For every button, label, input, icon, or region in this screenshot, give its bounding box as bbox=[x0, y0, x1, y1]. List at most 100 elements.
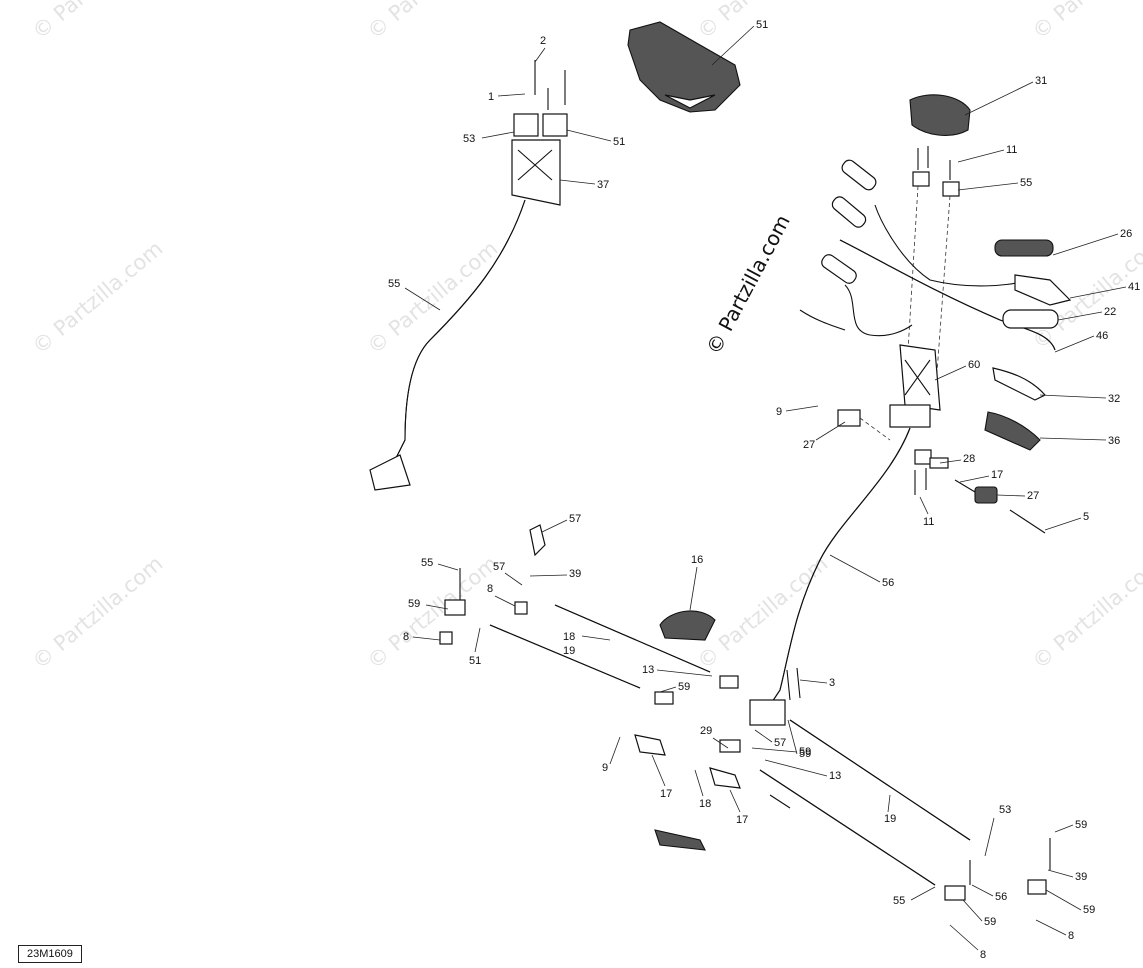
callout-39-b: 39 bbox=[1047, 869, 1087, 883]
callout-8-c: 8 bbox=[1035, 919, 1074, 942]
svg-text:18: 18 bbox=[563, 631, 575, 643]
svg-text:39: 39 bbox=[1075, 871, 1087, 883]
svg-text:18: 18 bbox=[699, 798, 711, 810]
callout-3: 3 bbox=[799, 677, 835, 689]
callout-55: 55 bbox=[388, 278, 441, 311]
callout-57: 55 bbox=[421, 557, 459, 571]
svg-text:8: 8 bbox=[1068, 930, 1074, 942]
callout-18: 17 bbox=[959, 469, 1003, 483]
svg-text:9: 9 bbox=[776, 406, 782, 418]
svg-text:46: 46 bbox=[1096, 330, 1108, 342]
callout-48: 51 bbox=[566, 129, 625, 148]
svg-text:59: 59 bbox=[984, 916, 996, 928]
svg-text:16: 16 bbox=[691, 554, 703, 566]
svg-text:8: 8 bbox=[403, 631, 409, 643]
callout-27-b: 27 bbox=[996, 490, 1039, 502]
callout-5: 5 bbox=[1044, 511, 1089, 531]
watermark: © Partzilla.com bbox=[1028, 0, 1143, 44]
right-tie-rods bbox=[634, 719, 1051, 901]
callout-22: 22 bbox=[1057, 306, 1116, 321]
watermark-main: © Partzilla.com bbox=[701, 211, 795, 359]
callout-31: 31 bbox=[964, 75, 1047, 116]
svg-text:31: 31 bbox=[1035, 75, 1047, 87]
watermark: © Partzilla.com bbox=[28, 551, 168, 674]
svg-text:17: 17 bbox=[736, 814, 748, 826]
callout-26: 26 bbox=[1052, 228, 1132, 256]
svg-text:29: 29 bbox=[700, 725, 712, 737]
callout-13-b: 13 bbox=[764, 759, 841, 782]
svg-text:19: 19 bbox=[884, 813, 896, 825]
callout-2: 2 bbox=[534, 35, 546, 63]
callout-59-c: 59 bbox=[408, 598, 449, 610]
svg-text:39: 39 bbox=[569, 568, 581, 580]
callout-8-d: 8 bbox=[949, 924, 986, 961]
callout-8: 8 bbox=[487, 583, 516, 607]
svg-text:11: 11 bbox=[923, 516, 934, 528]
svg-text:5: 5 bbox=[1083, 511, 1089, 523]
callout-59-i: 59 bbox=[962, 899, 996, 928]
callout-37: 37 bbox=[559, 179, 609, 191]
callout-18-b: 18 bbox=[694, 769, 711, 810]
svg-text:8: 8 bbox=[487, 583, 493, 595]
callout-27: 27 bbox=[803, 421, 846, 451]
svg-text:57: 57 bbox=[569, 513, 581, 525]
callout-51-c: 55 bbox=[893, 886, 936, 907]
callout-59-b: 57 bbox=[493, 561, 523, 586]
callout-28: 28 bbox=[939, 453, 975, 465]
callout-60: 60 bbox=[934, 359, 980, 381]
watermark: © Partzilla.com bbox=[363, 551, 503, 674]
svg-text:60: 60 bbox=[968, 359, 980, 371]
steering-column-assembly bbox=[749, 344, 1046, 726]
svg-text:53: 53 bbox=[999, 804, 1011, 816]
callout-56: 57 bbox=[754, 729, 786, 749]
callout-59: 57 bbox=[541, 513, 581, 533]
svg-text:59: 59 bbox=[799, 748, 811, 760]
callout-49: 53 bbox=[463, 131, 515, 145]
watermark: © Partzilla.com bbox=[693, 551, 833, 674]
callout-17-b: 17 bbox=[729, 789, 748, 826]
callout-36: 36 bbox=[1039, 435, 1120, 447]
watermark: © Partzilla.com bbox=[28, 0, 168, 44]
svg-text:41: 41 bbox=[1128, 281, 1140, 293]
svg-text:17: 17 bbox=[991, 469, 1003, 481]
svg-text:59: 59 bbox=[1083, 904, 1095, 916]
callout-59-d: 59 bbox=[659, 681, 690, 693]
svg-text:17: 17 bbox=[660, 788, 672, 800]
svg-text:51: 51 bbox=[756, 19, 768, 31]
svg-text:51: 51 bbox=[469, 655, 481, 667]
svg-text:55: 55 bbox=[388, 278, 400, 290]
handlebar-cover bbox=[627, 21, 741, 113]
svg-text:8: 8 bbox=[980, 949, 986, 961]
callout-59-e: 59 bbox=[787, 719, 811, 760]
left-riser-assembly bbox=[369, 60, 568, 491]
callout-46: 46 bbox=[1054, 330, 1108, 353]
callout-57-b: 56 bbox=[971, 884, 1007, 903]
callout-8-b: 8 bbox=[403, 631, 441, 643]
svg-text:59: 59 bbox=[799, 746, 811, 758]
drawing-code-label: 23M1609 bbox=[18, 945, 82, 963]
callout-59-g: 59 bbox=[1054, 819, 1087, 833]
callout-47: 51 bbox=[711, 19, 768, 66]
svg-text:13: 13 bbox=[642, 664, 654, 676]
callout-59-f: 59 bbox=[751, 746, 811, 758]
callout-39: 39 bbox=[529, 568, 581, 580]
callout-1: 1 bbox=[488, 91, 526, 103]
svg-text:59: 59 bbox=[408, 598, 420, 610]
callout-19: 18 bbox=[563, 631, 611, 643]
callout-19-c: 19 bbox=[884, 794, 896, 825]
svg-text:1: 1 bbox=[488, 91, 494, 103]
callout-41: 41 bbox=[1069, 281, 1140, 299]
callout-17: 17 bbox=[651, 754, 672, 800]
svg-text:59: 59 bbox=[1075, 819, 1087, 831]
svg-text:57: 57 bbox=[774, 737, 786, 749]
svg-text:55: 55 bbox=[893, 895, 905, 907]
svg-text:56: 56 bbox=[995, 891, 1007, 903]
svg-text:27: 27 bbox=[1027, 490, 1039, 502]
svg-text:57: 57 bbox=[493, 561, 505, 573]
watermark: © Partzilla.com bbox=[28, 236, 168, 359]
svg-text:55: 55 bbox=[421, 557, 433, 569]
callout-9: 9 bbox=[776, 405, 819, 418]
callout-9-b: 9 bbox=[602, 736, 621, 774]
watermark-layer: © Partzilla.com © Partzilla.com © Partzi… bbox=[28, 0, 1143, 674]
callout-51-b: 53 bbox=[984, 804, 1011, 857]
